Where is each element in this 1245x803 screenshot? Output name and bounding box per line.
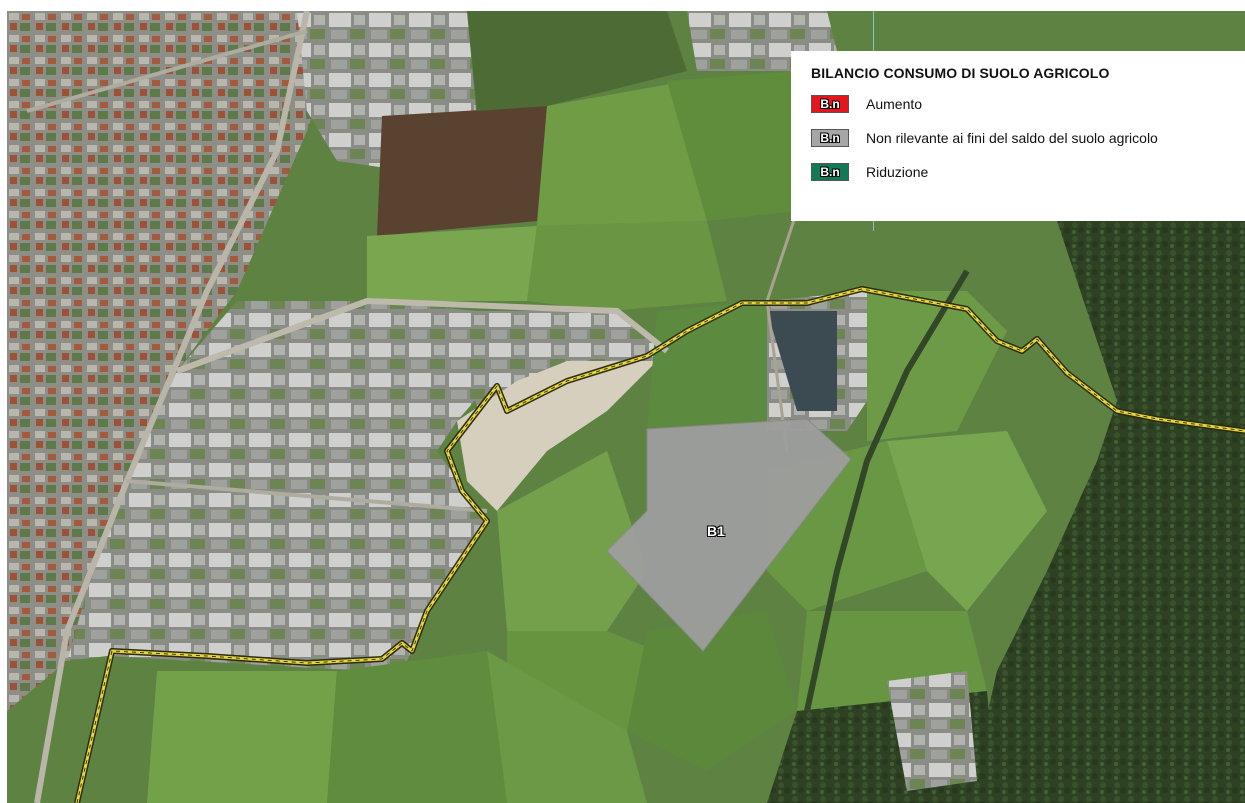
legend-item-aumento: B.n Aumento: [811, 93, 1245, 115]
legend-label-non-rilevante: Non rilevante ai fini del saldo del suol…: [866, 130, 1158, 146]
industrial-zone: [67, 301, 527, 671]
field-southwest-1: [147, 671, 337, 803]
field-southwest-2: [327, 651, 507, 803]
field-southwest-3: [487, 651, 647, 803]
legend-panel: BILANCIO CONSUMO DI SUOLO AGRICOLO B.n A…: [791, 51, 1245, 221]
road-industrial: [175, 297, 669, 374]
stream-east: [804, 269, 970, 712]
municipal-boundary: [74, 286, 1245, 803]
area-b1-label: B1: [707, 523, 725, 539]
field-south-1: [497, 451, 647, 631]
road-main-north-south: [34, 11, 310, 803]
field-north-4: [527, 221, 727, 311]
legend-swatch-riduzione: B.n: [811, 163, 849, 181]
farm-buildings-south: [887, 671, 977, 791]
field-north-5: [467, 11, 687, 111]
field-south-5: [887, 431, 1047, 611]
legend-title: BILANCIO CONSUMO DI SUOLO AGRICOLO: [811, 65, 1110, 81]
field-south-3: [627, 611, 797, 771]
area-b1[interactable]: [606, 418, 852, 652]
road-secondary-1: [126, 479, 488, 513]
legend-swatch-non-rilevante: B.n: [811, 129, 849, 147]
field-north-2: [667, 71, 797, 221]
road-secondary-2: [26, 29, 308, 113]
field-middle-3: [867, 291, 1007, 441]
legend-label-aumento: Aumento: [866, 96, 923, 112]
field-north-1: [537, 81, 707, 226]
legend-label-riduzione: Riduzione: [866, 164, 929, 180]
field-north-3: [367, 226, 537, 301]
legend-swatch-aumento: B.n: [811, 95, 849, 113]
legend-item-riduzione: B.n Riduzione: [811, 161, 1245, 183]
map-view[interactable]: B1 BILANCIO CONSUMO DI SUOLO AGRICOLO B.…: [7, 11, 1245, 803]
greenhouses: [767, 311, 837, 411]
field-north-dark: [377, 106, 547, 236]
bare-ground: [457, 361, 657, 511]
forest-east: [967, 151, 1245, 803]
field-middle-1: [647, 301, 767, 431]
legend-item-non-rilevante: B.n Non rilevante ai fini del saldo del …: [811, 127, 1245, 149]
